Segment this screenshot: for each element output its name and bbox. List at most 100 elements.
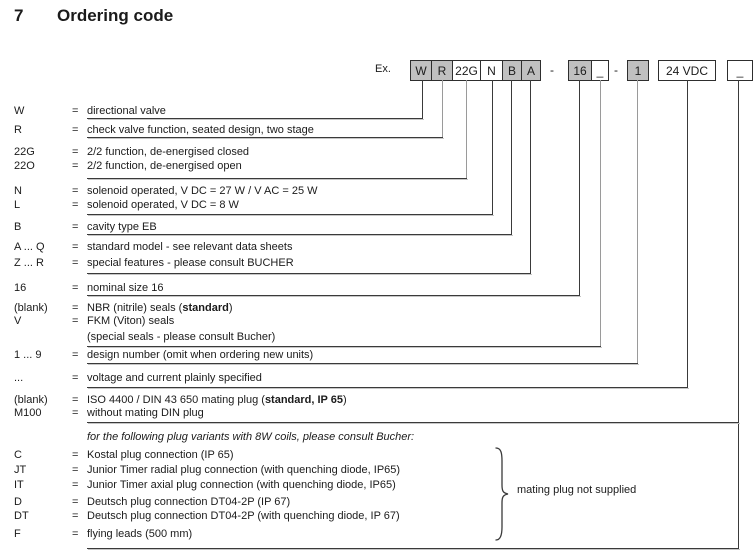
- code-description: nominal size 16: [87, 282, 164, 294]
- code-description: special features - please consult BUCHER: [87, 257, 294, 269]
- code-description: Junior Timer radial plug connection (wit…: [87, 464, 401, 476]
- equals-sign: =: [72, 496, 79, 508]
- code-separator: -: [614, 63, 618, 77]
- connector-line-22g: [466, 80, 467, 179]
- underline-22o: [87, 178, 467, 179]
- equals-sign: =: [72, 241, 79, 253]
- code-separator: -: [550, 63, 554, 77]
- code-label: ...: [14, 372, 24, 384]
- code-description: without mating DIN plug: [87, 407, 204, 419]
- code-label: 16: [14, 282, 27, 294]
- example-label: Ex.: [375, 63, 391, 75]
- underline-voltage: [87, 387, 688, 388]
- connector-line-1: [637, 80, 638, 364]
- code-label: IT: [14, 479, 24, 491]
- code-label: M100: [14, 407, 42, 419]
- connector-line-seal-blank: [600, 80, 601, 347]
- equals-sign: =: [72, 315, 79, 327]
- code-label: D: [14, 496, 22, 508]
- connector-line-voltage: [687, 80, 688, 388]
- underline-r: [87, 137, 443, 138]
- code-box-1: 1: [627, 60, 649, 81]
- code-description: Junior Timer axial plug connection (with…: [87, 479, 396, 491]
- underline-z-r: [87, 273, 531, 274]
- section-number: 7: [14, 6, 24, 25]
- right-brace-icon: [495, 447, 509, 541]
- equals-sign: =: [72, 349, 79, 361]
- code-description: solenoid operated, V DC = 8 W: [87, 199, 239, 211]
- connector-line-w: [422, 80, 423, 119]
- code-label: 22G: [14, 146, 35, 158]
- code-description: directional valve: [87, 105, 166, 117]
- code-box-22g: 22G: [452, 60, 481, 81]
- code-label: L: [14, 199, 21, 211]
- brace-label: mating plug not supplied: [517, 484, 637, 496]
- equals-sign: =: [72, 407, 79, 419]
- code-description: cavity type EB: [87, 221, 157, 233]
- code-description: solenoid operated, V DC = 27 W / V AC = …: [87, 185, 318, 197]
- equals-sign: =: [72, 528, 79, 540]
- equals-sign: =: [72, 479, 79, 491]
- code-description: ISO 4400 / DIN 43 650 mating plug (stand…: [87, 394, 347, 406]
- code-description: 2/2 function, de-energised open: [87, 160, 242, 172]
- connector-line-16: [579, 80, 580, 296]
- equals-sign: =: [72, 394, 79, 406]
- code-box-r: R: [431, 60, 453, 81]
- code-description: NBR (nitrile) seals (standard): [87, 302, 233, 314]
- code-box-w: W: [410, 60, 432, 81]
- equals-sign: =: [72, 257, 79, 269]
- code-description: flying leads (500 mm): [87, 528, 193, 540]
- code-label: V: [14, 315, 22, 327]
- equals-sign: =: [72, 146, 79, 158]
- code-description: (special seals - please consult Bucher): [87, 331, 276, 343]
- code-label: 22O: [14, 160, 35, 172]
- underline-plug-section-bottom: [87, 548, 739, 549]
- code-box-voltage: 24 VDC: [658, 60, 716, 81]
- code-box-seal-blank: _: [591, 60, 609, 81]
- underline-m100: [87, 422, 739, 423]
- code-label: 1 ... 9: [14, 349, 42, 361]
- code-label: JT: [14, 464, 27, 476]
- code-label: W: [14, 105, 25, 117]
- underline-w: [87, 118, 423, 119]
- code-box-n: N: [480, 60, 503, 81]
- plug-variants-note-text: for the following plug variants with 8W …: [87, 431, 415, 443]
- equals-sign: =: [72, 221, 79, 233]
- code-label: A ... Q: [14, 241, 45, 253]
- connector-line-a: [530, 80, 531, 274]
- code-box-16: 16: [568, 60, 592, 81]
- code-box-b: B: [502, 60, 522, 81]
- connector-line-r: [442, 80, 443, 138]
- connector-line-plug-blank: [738, 80, 739, 549]
- code-label: F: [14, 528, 21, 540]
- code-label: N: [14, 185, 22, 197]
- underline-seals: [87, 346, 601, 347]
- code-description: standard model - see relevant data sheet…: [87, 241, 293, 253]
- code-description: Kostal plug connection (IP 65): [87, 449, 234, 461]
- equals-sign: =: [72, 449, 79, 461]
- underline-16: [87, 295, 580, 296]
- code-label: Z ... R: [14, 257, 44, 269]
- code-description: Deutsch plug connection DT04-2P (with qu…: [87, 510, 400, 522]
- equals-sign: =: [72, 464, 79, 476]
- equals-sign: =: [72, 105, 79, 117]
- equals-sign: =: [72, 510, 79, 522]
- code-label: B: [14, 221, 22, 233]
- code-label: R: [14, 124, 22, 136]
- code-description: check valve function, seated design, two…: [87, 124, 314, 136]
- underline-l: [87, 214, 493, 215]
- code-box-plug-blank: _: [727, 60, 753, 81]
- code-description: FKM (Viton) seals: [87, 315, 175, 327]
- code-description: design number (omit when ordering new un…: [87, 349, 314, 361]
- connector-line-n: [492, 80, 493, 215]
- underline-1-9: [87, 363, 638, 364]
- equals-sign: =: [72, 372, 79, 384]
- connector-line-b: [511, 80, 512, 235]
- code-label: (blank): [14, 302, 48, 314]
- code-label: DT: [14, 510, 29, 522]
- underline-b: [87, 234, 512, 235]
- code-description: Deutsch plug connection DT04-2P (IP 67): [87, 496, 291, 508]
- code-description: 2/2 function, de-energised closed: [87, 146, 250, 158]
- equals-sign: =: [72, 302, 79, 314]
